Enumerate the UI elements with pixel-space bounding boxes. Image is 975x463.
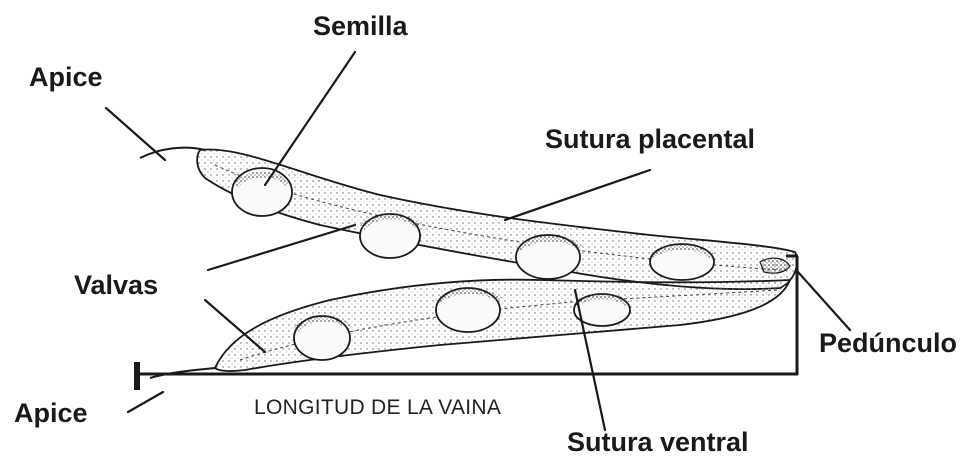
label-semilla: Semilla	[313, 11, 408, 42]
leader-apice-bottom	[128, 392, 163, 412]
lower-pod	[150, 280, 790, 378]
measure-end-marker	[134, 362, 140, 390]
label-longitud-de-la-vaina: LONGITUD DE LA VAINA	[254, 396, 501, 420]
label-sutura-ventral: Sutura ventral	[567, 427, 749, 458]
leader-apice-top	[106, 108, 165, 160]
label-sutura-placental: Sutura placental	[545, 124, 755, 155]
leader-semilla	[265, 52, 355, 185]
leader-valvas-upper	[208, 225, 355, 270]
label-valvas: Valvas	[74, 270, 158, 301]
upper-pod-apex-tip	[140, 148, 205, 158]
label-apice-top: Apice	[29, 62, 103, 93]
label-apice-bottom: Apice	[14, 398, 88, 429]
label-pedunculo: Pedúnculo	[819, 328, 957, 359]
leader-pedunculo	[798, 272, 850, 330]
upper-pod	[140, 148, 797, 289]
leader-sutura-placental	[505, 170, 650, 220]
